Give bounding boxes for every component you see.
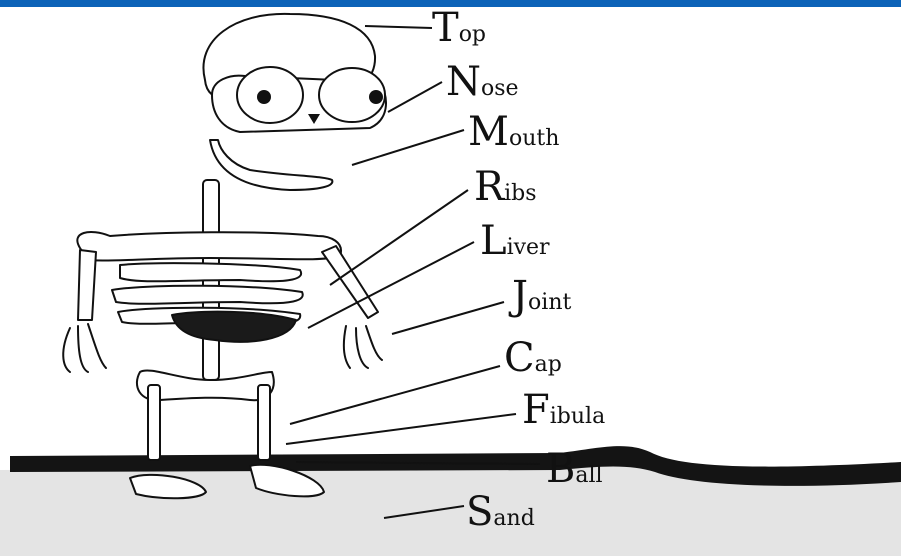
label-liver: Liver [480,221,550,261]
label-top-rest: op [459,22,486,47]
label-cap-initial: C [504,335,535,381]
jaw [210,140,332,190]
label-sand: Sand [466,492,535,532]
label-ball: Ball [546,449,603,489]
rib-1 [120,263,301,281]
label-ribs-initial: R [474,164,504,210]
label-mouth-rest: outh [509,126,559,151]
label-ribs-rest: ibs [504,181,536,206]
right-femur [258,385,270,460]
label-fibula-rest: ibula [550,404,605,429]
label-joint: Joint [512,276,571,316]
leader-ribs [330,190,468,285]
label-joint-rest: oint [528,290,571,315]
leader-mouth [352,130,464,165]
label-ball-initial: B [546,446,575,492]
label-cap-rest: ap [535,352,562,377]
rib-2 [112,286,303,304]
label-fibula: Fibula [522,390,605,430]
leader-top [365,26,432,28]
leader-fibula [286,414,516,444]
label-joint-initial: J [512,273,528,319]
shoulders [77,232,341,261]
label-mouth: Mouth [468,112,559,152]
label-ball-rest: all [575,463,602,488]
label-liver-rest: iver [507,235,550,260]
label-nose-initial: N [446,59,481,105]
left-femur [148,385,160,460]
left-arm [78,250,96,320]
label-cap: Cap [504,338,562,378]
label-sand-initial: S [466,489,493,535]
left-pupil [257,90,271,104]
label-ribs: Ribs [474,167,537,207]
label-mouth-initial: M [468,109,509,155]
label-fibula-initial: F [522,387,550,433]
label-nose: Nose [446,62,519,102]
label-sand-rest: and [493,506,534,531]
leader-cap [290,366,500,424]
label-top: Top [432,8,486,48]
label-nose-rest: ose [481,76,519,101]
label-top-initial: T [432,5,459,51]
liver-shape [172,312,296,342]
leader-joint [392,302,504,334]
leader-nose [388,82,442,112]
left-hand [63,324,106,372]
right-hand [344,326,382,368]
label-liver-initial: L [480,218,507,264]
right-pupil [369,90,383,104]
